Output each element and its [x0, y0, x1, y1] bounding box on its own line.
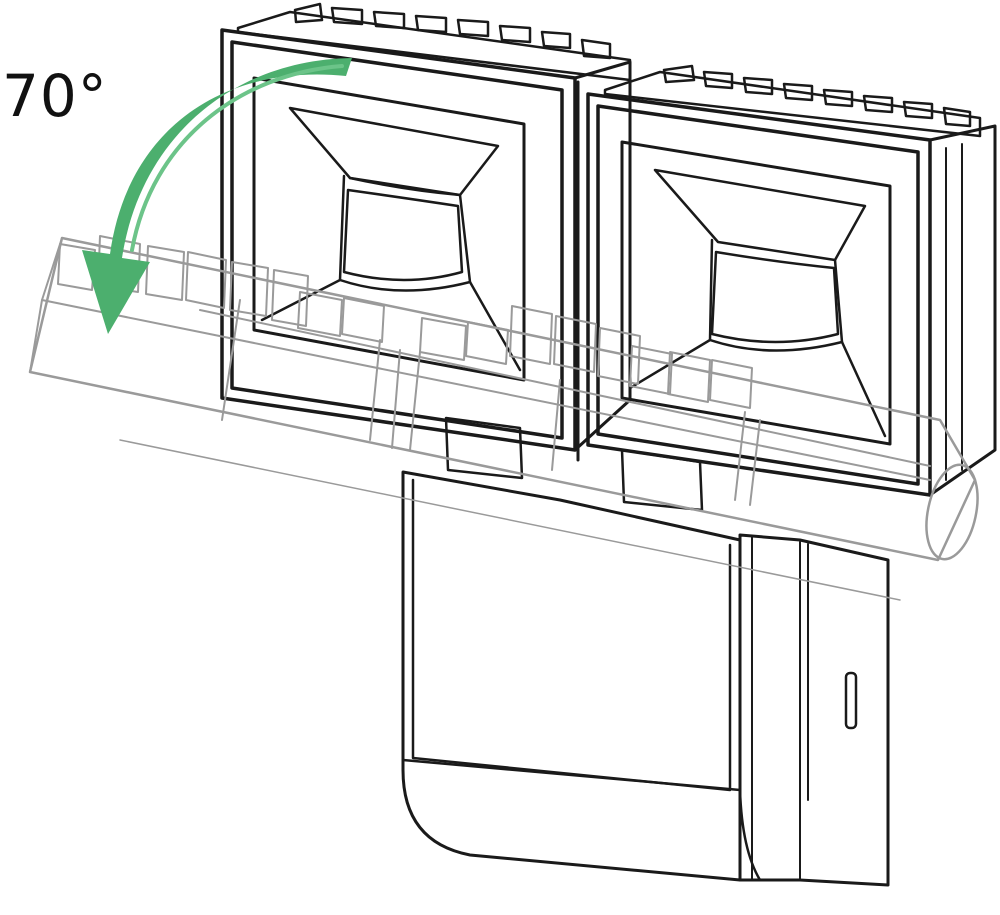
angle-label: 70°	[2, 62, 108, 130]
curved-arrow-icon	[82, 58, 352, 334]
side-slot	[844, 671, 858, 730]
right-floodlight	[576, 64, 997, 512]
mount-box	[401, 470, 890, 887]
rotated-ghost-position	[28, 235, 979, 601]
